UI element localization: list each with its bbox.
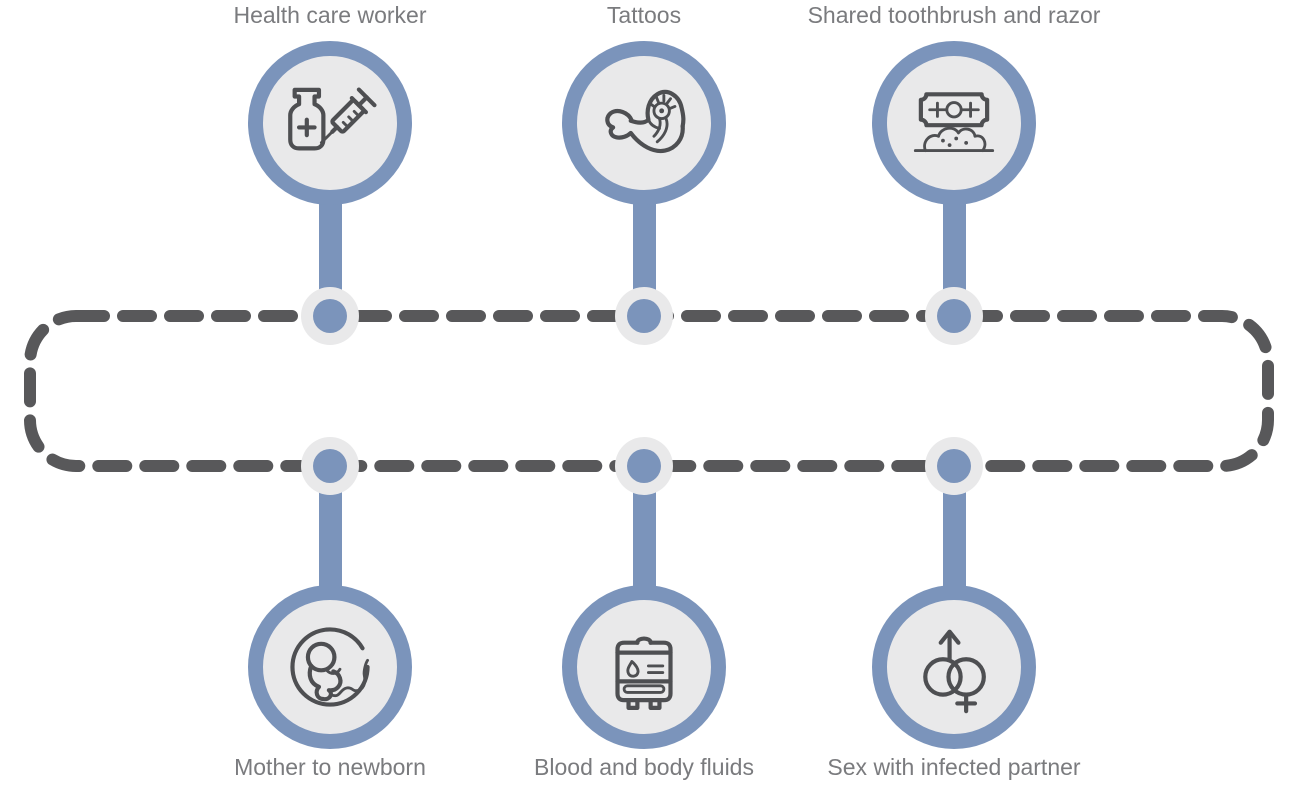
- health-care-worker-circle: [248, 41, 412, 205]
- blood-and-body-fluids-circle: [562, 585, 726, 749]
- loop-node-dot: [937, 299, 971, 333]
- item-label-health-care-worker: Health care worker: [233, 2, 427, 28]
- male-female-symbols-icon: [923, 629, 986, 714]
- loop-node: [615, 437, 673, 495]
- razor-blade-and-foam-icon: [913, 92, 995, 153]
- fetus-in-womb-icon: [290, 627, 370, 707]
- loop-node-dot: [627, 299, 661, 333]
- mother-to-newborn-circle: [248, 585, 412, 749]
- loop-node-dot: [313, 449, 347, 483]
- item-label-blood-and-body-fluids: Blood and body fluids: [534, 754, 754, 780]
- item-label-mother-to-newborn: Mother to newborn: [234, 754, 426, 780]
- loop-node: [301, 287, 359, 345]
- loop-node: [925, 287, 983, 345]
- shared-toothbrush-and-razor-circle: [872, 41, 1036, 205]
- tattoos-circle: [562, 41, 726, 205]
- medicine-vial-and-syringe-icon: [288, 87, 377, 151]
- item-label-sex-with-infected-partner: Sex with infected partner: [827, 754, 1081, 780]
- tattooed-flexed-arm-icon: [605, 89, 686, 154]
- item-label-shared-toothbrush-and-razor: Shared toothbrush and razor: [807, 2, 1101, 28]
- blood-bag-icon: [615, 636, 673, 710]
- loop-node: [925, 437, 983, 495]
- sex-with-infected-partner-circle: [872, 585, 1036, 749]
- loop-node-dot: [627, 449, 661, 483]
- loop-node: [615, 287, 673, 345]
- loop-node-dot: [937, 449, 971, 483]
- loop-node: [301, 437, 359, 495]
- item-label-tattoos: Tattoos: [606, 2, 682, 28]
- loop-node-dot: [313, 299, 347, 333]
